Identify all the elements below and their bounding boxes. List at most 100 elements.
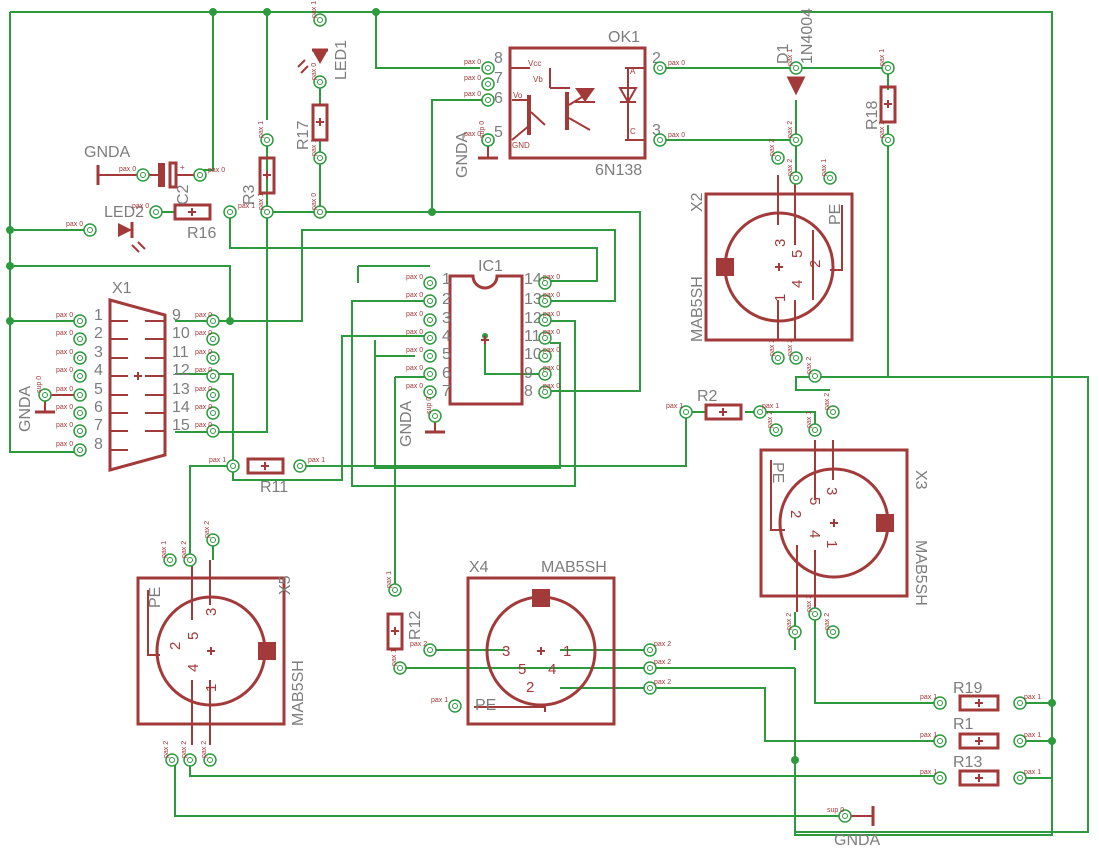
pad xyxy=(206,351,220,365)
pad-tag: pax 0 xyxy=(406,347,423,354)
pad xyxy=(388,583,402,597)
optocoupler-ok1: Vcc Vb Vo GND A C OK1 6N138 8 7 6 5 2 3 xyxy=(494,29,661,179)
c2-ref: C2 xyxy=(175,184,192,205)
pad xyxy=(481,93,495,107)
pad-hole xyxy=(167,557,173,563)
pad-tag: pax 1 xyxy=(161,541,168,558)
pad-hole xyxy=(683,409,689,415)
r13-ref: R13 xyxy=(953,754,982,771)
pad-hole xyxy=(397,665,403,671)
x4-pin-1: 1 xyxy=(563,643,571,660)
pad xyxy=(643,643,657,657)
r19-ref: R19 xyxy=(953,680,982,697)
pad-tag: pax 2 xyxy=(769,339,776,356)
pad-tag: pax 2 xyxy=(769,139,776,156)
pad xyxy=(538,349,552,363)
pad xyxy=(223,205,237,219)
pad xyxy=(933,696,947,710)
pad-hole xyxy=(937,738,943,744)
pad-tag: pax 0 xyxy=(668,60,685,67)
pad-hole xyxy=(542,371,548,377)
gnd-label-1: GNDA xyxy=(84,144,131,161)
pad xyxy=(789,171,803,185)
pad-hole xyxy=(427,317,433,323)
pad-hole xyxy=(793,65,799,71)
pad-tag: pax 0 xyxy=(406,365,423,372)
ic1-pin-1: 1 xyxy=(442,271,451,288)
led1-ref: LED1 xyxy=(333,40,350,80)
pad xyxy=(83,223,97,237)
pad xyxy=(423,331,437,345)
pad xyxy=(826,405,840,419)
pad xyxy=(313,205,327,219)
x1-pin-labels-left: 1 2 3 4 5 6 7 8 xyxy=(94,307,103,453)
x4-pin-4: 4 xyxy=(548,661,556,678)
x2-pe: PE xyxy=(827,204,844,225)
d1-value: 1N4004 xyxy=(799,8,816,64)
pad-tag: pax 0 xyxy=(132,203,149,210)
pad-hole xyxy=(830,629,836,635)
pad-hole xyxy=(793,175,799,181)
diode-d1: D1 1N4004 xyxy=(775,8,816,96)
pad-hole xyxy=(77,410,83,416)
pad-tag: pax 0 xyxy=(56,349,73,356)
ic1-pin-7: 7 xyxy=(442,383,451,400)
pad-hole xyxy=(542,280,548,286)
pad xyxy=(538,331,552,345)
pad xyxy=(481,61,495,75)
ok1-pin-5: 5 xyxy=(494,124,503,141)
x5-pin-3: 3 xyxy=(203,608,220,616)
x5-pin-2: 2 xyxy=(167,642,184,650)
x3-pin-2: 2 xyxy=(787,510,804,518)
pad xyxy=(203,753,217,767)
pad xyxy=(788,625,802,639)
pad xyxy=(423,349,437,363)
pad-hole xyxy=(210,336,216,342)
pad-tag: pax 2 xyxy=(181,741,188,758)
led2-ref: LED2 xyxy=(104,204,144,221)
x5-pe: PE xyxy=(147,587,164,608)
pad-hole xyxy=(264,209,270,215)
pad xyxy=(423,294,437,308)
pad xyxy=(293,459,307,473)
pad-tag: pax 1 xyxy=(308,457,325,464)
pad-hole xyxy=(230,463,236,469)
pad xyxy=(423,313,437,327)
pad xyxy=(423,643,437,657)
x1-pin-14: 14 xyxy=(172,399,190,416)
x4-ref: X4 xyxy=(469,559,489,576)
ok1-pin-gnd-label: GND xyxy=(512,141,530,150)
x5-ref: X5 xyxy=(277,575,294,595)
pad xyxy=(933,734,947,748)
ic1-pin-6: 6 xyxy=(442,365,451,382)
pad-hole xyxy=(827,175,833,181)
pad-hole xyxy=(427,371,433,377)
x1-pin-13: 13 xyxy=(172,381,190,398)
r1-ref: R1 xyxy=(953,716,974,733)
pad-hole xyxy=(210,537,216,543)
resistor-r3: R3 xyxy=(241,156,276,205)
pad xyxy=(206,369,220,383)
pad-hole xyxy=(485,97,491,103)
ic1-pin-5: 5 xyxy=(442,346,451,363)
pad xyxy=(643,661,657,675)
ic1-pin-10: 10 xyxy=(524,346,542,363)
pad-tag: pax 1 xyxy=(209,457,226,464)
ok1-pin-a-label: A xyxy=(630,67,636,76)
pad xyxy=(538,276,552,290)
resistor-r11: R11 xyxy=(246,457,288,496)
x3-pin-4: 4 xyxy=(806,530,823,538)
pad-hole xyxy=(542,298,548,304)
pad-tag: pax 2 xyxy=(879,121,886,138)
pad-hole xyxy=(885,137,891,143)
pad-tag: pax 2 xyxy=(163,741,170,758)
pad-hole xyxy=(317,17,323,23)
pad-tag: pax 1 xyxy=(258,121,265,138)
pad-hole xyxy=(210,392,216,398)
r2-ref: R2 xyxy=(697,388,718,405)
pad-tag: pax 0 xyxy=(56,367,73,374)
pad xyxy=(73,314,87,328)
pad-hole xyxy=(432,413,438,419)
ok1-pin-8: 8 xyxy=(494,50,503,67)
